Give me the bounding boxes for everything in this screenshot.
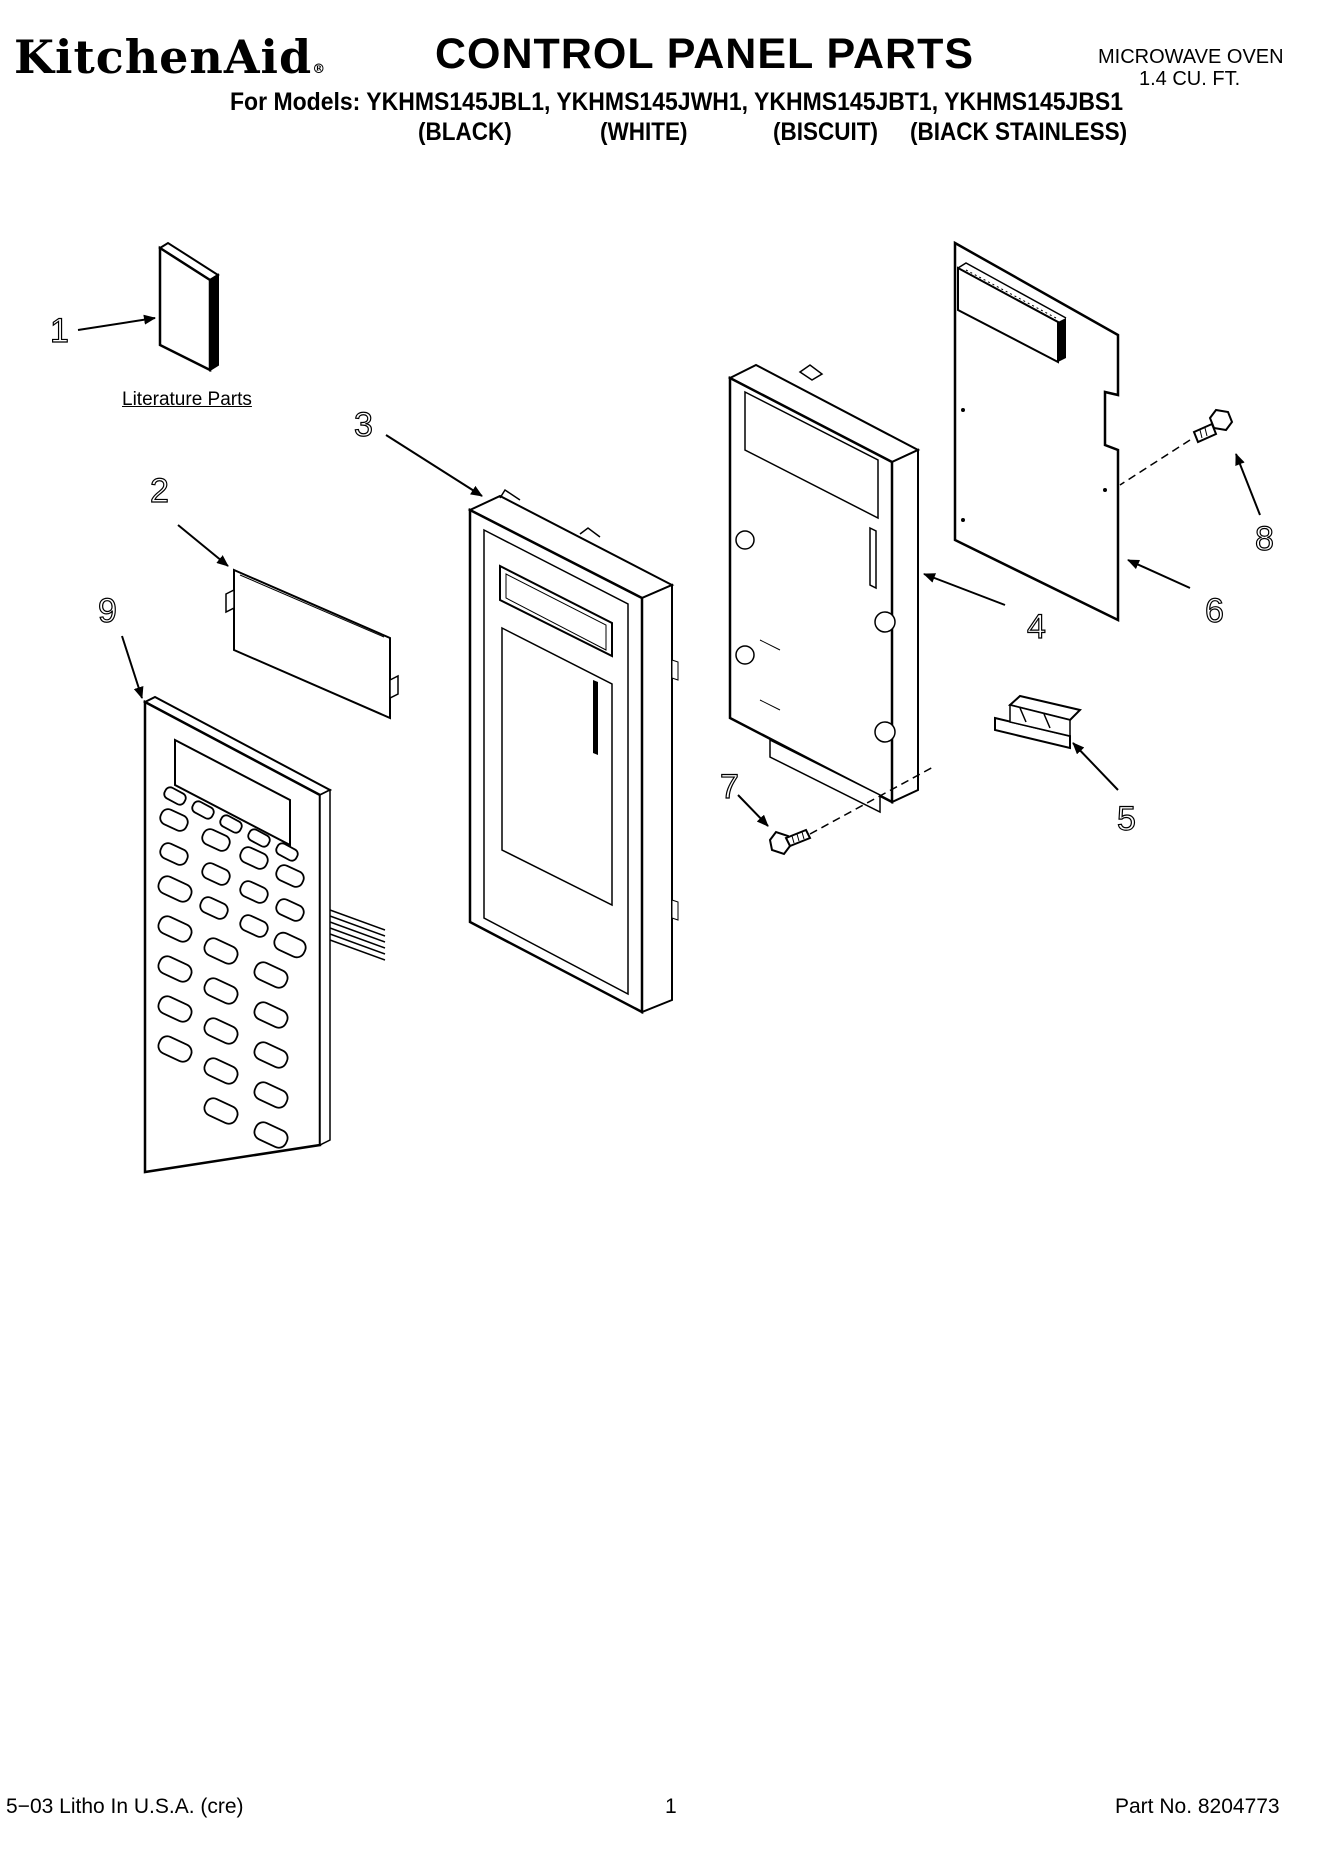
display-window-part <box>225 568 399 720</box>
page-title: CONTROL PANEL PARTS <box>435 30 975 78</box>
literature-parts-label: Literature Parts <box>122 389 252 410</box>
leader-arrow-7 <box>737 794 769 827</box>
callout-4: 4 <box>1027 608 1046 646</box>
leader-arrow-9 <box>121 635 144 699</box>
callout-5: 5 <box>1117 800 1136 838</box>
callout-8: 8 <box>1255 520 1274 558</box>
keypad-membrane-part <box>142 695 386 1174</box>
leader-arrow-8 <box>1235 453 1261 516</box>
leader-arrow-4 <box>923 573 1006 606</box>
color-label-black-stainless: (BIACK STAINLESS) <box>910 118 1128 146</box>
footer-page-number: 1 <box>665 1795 677 1818</box>
control-housing-part <box>727 363 921 814</box>
color-label-biscuit: (BISCUIT) <box>773 118 878 146</box>
brand-name: KitchenAid <box>14 30 313 84</box>
color-label-white: (WHITE) <box>600 118 688 146</box>
callout-7: 7 <box>720 768 739 806</box>
color-label-black: (BLACK) <box>418 118 512 146</box>
leader-arrow-5 <box>1072 742 1119 791</box>
leader-arrow-6 <box>1127 559 1191 589</box>
brand-logo: KitchenAid® <box>14 30 326 84</box>
leader-arrow-3 <box>385 434 483 497</box>
callout-1: 1 <box>50 312 69 350</box>
screw-7-path-dashed <box>809 765 936 835</box>
callout-6: 6 <box>1205 592 1224 630</box>
callout-3: 3 <box>354 406 373 444</box>
callout-2: 2 <box>150 472 169 510</box>
leader-arrow-1 <box>77 314 156 331</box>
bracket-part <box>994 694 1082 750</box>
circuit-board-part <box>953 240 1120 623</box>
footer-litho: 5−03 Litho In U.S.A. (cre) <box>6 1795 244 1818</box>
callout-9: 9 <box>98 592 117 630</box>
literature-booklet-part <box>158 241 220 373</box>
product-type: MICROWAVE OVEN <box>1098 46 1284 68</box>
control-panel-frame-part <box>467 488 679 1015</box>
footer-part-number: Part No. 8204773 <box>1115 1795 1280 1818</box>
models-line: For Models: YKHMS145JBL1, YKHMS145JWH1, … <box>230 88 1124 116</box>
screw-8-part <box>1192 408 1234 444</box>
screw-7-part <box>768 828 812 856</box>
registered-mark: ® <box>312 62 327 77</box>
screw-8-path-dashed <box>1119 439 1191 486</box>
leader-arrow-2 <box>177 524 229 567</box>
product-capacity: 1.4 CU. FT. <box>1139 68 1241 90</box>
